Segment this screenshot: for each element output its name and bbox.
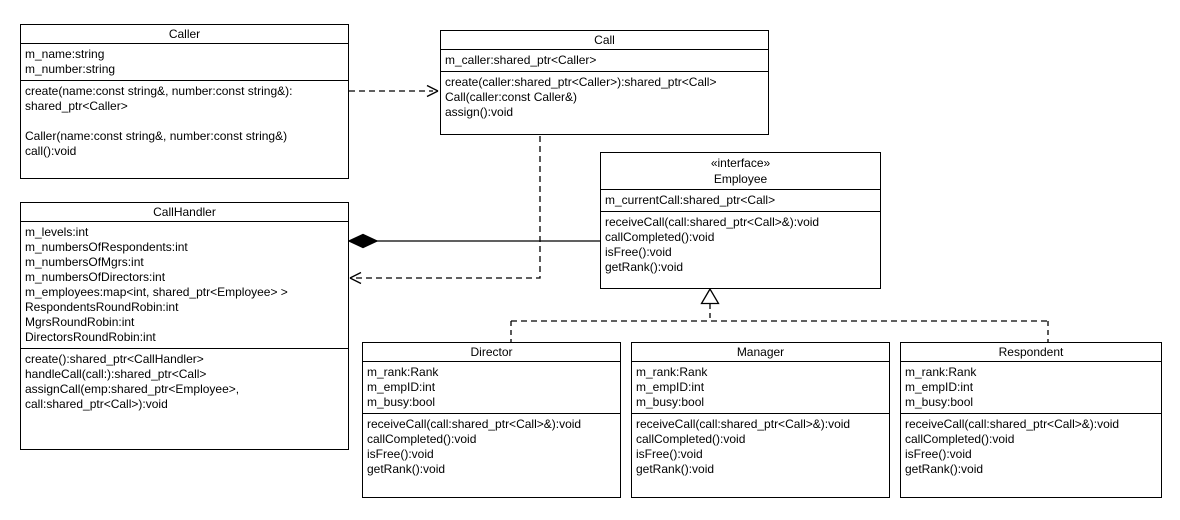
method: getRank():void — [367, 462, 446, 476]
method: callCompleted():void — [905, 432, 1015, 446]
method: callCompleted():void — [367, 432, 477, 446]
attribute: m_busy:bool — [636, 395, 705, 409]
stereotype: «interface» — [710, 156, 771, 170]
attribute: m_empID:int — [367, 380, 436, 394]
attribute: m_levels:int — [25, 225, 89, 239]
attribute: m_rank:Rank — [905, 365, 977, 379]
method: isFree():void — [605, 245, 672, 259]
class-employee-interface[interactable]: «interface» Employee m_currentCall:share… — [600, 152, 881, 289]
method: Call(caller:const Caller&) — [445, 90, 578, 104]
class-respondent-methods: receiveCall(call:shared_ptr<Call>&):void… — [901, 413, 1161, 497]
attribute: RespondentsRoundRobin:int — [25, 300, 179, 314]
method: create():shared_ptr<CallHandler> — [25, 352, 204, 366]
class-call-attributes: m_caller:shared_ptr<Caller> — [441, 49, 768, 71]
attribute: m_numbersOfMgrs:int — [25, 255, 144, 269]
method: isFree():void — [367, 447, 434, 461]
attribute: m_name:string — [25, 47, 105, 61]
class-manager-attributes: m_rank:Rank m_empID:int m_busy:bool — [632, 361, 889, 413]
class-employee-title: «interface» Employee — [601, 153, 880, 189]
class-call-methods: create(caller:shared_ptr<Caller>):shared… — [441, 71, 768, 134]
attribute: m_rank:Rank — [636, 365, 708, 379]
class-callhandler-methods: create():shared_ptr<CallHandler> handleC… — [21, 348, 348, 449]
class-director-title: Director — [470, 345, 513, 359]
class-manager-title: Manager — [736, 345, 785, 359]
class-respondent-title: Respondent — [998, 345, 1064, 359]
class-manager[interactable]: Manager m_rank:Rank m_empID:int m_busy:b… — [631, 342, 890, 498]
dependency-caller-to-call — [349, 84, 439, 98]
method: isFree():void — [636, 447, 703, 461]
method: receiveCall(call:shared_ptr<Call>&):void — [605, 215, 820, 229]
attribute: DirectorsRoundRobin:int — [25, 330, 156, 344]
method: handleCall(call:):shared_ptr<Call> — [25, 367, 207, 381]
class-manager-methods: receiveCall(call:shared_ptr<Call>&):void… — [632, 413, 889, 497]
method: receiveCall(call:shared_ptr<Call>&):void — [367, 417, 582, 431]
attribute: m_employees:map<int, shared_ptr<Employee… — [25, 285, 288, 299]
attribute: m_empID:int — [636, 380, 705, 394]
attribute: m_busy:bool — [367, 395, 436, 409]
method: shared_ptr<Caller> — [25, 99, 128, 113]
class-name: Employee — [713, 172, 768, 186]
filled-diamond-icon — [347, 233, 379, 249]
attribute: m_numbersOfDirectors:int — [25, 270, 166, 284]
method: getRank():void — [905, 462, 984, 476]
method: Caller(name:const string&, number:const … — [25, 129, 288, 143]
method: getRank():void — [636, 462, 715, 476]
method: receiveCall(call:shared_ptr<Call>&):void — [905, 417, 1120, 431]
class-call[interactable]: Call m_caller:shared_ptr<Caller> create(… — [440, 30, 769, 135]
class-director-attributes: m_rank:Rank m_empID:int m_busy:bool — [363, 361, 620, 413]
class-director[interactable]: Director m_rank:Rank m_empID:int m_busy:… — [362, 342, 621, 498]
attribute: m_busy:bool — [905, 395, 974, 409]
class-employee-attributes: m_currentCall:shared_ptr<Call> — [601, 189, 880, 211]
class-caller[interactable]: Caller m_name:string m_number:string cre… — [20, 24, 349, 179]
method: callCompleted():void — [605, 230, 715, 244]
attribute: m_empID:int — [905, 380, 974, 394]
method: receiveCall(call:shared_ptr<Call>&):void — [636, 417, 851, 431]
method — [25, 114, 344, 129]
attribute: m_number:string — [25, 62, 116, 76]
class-caller-methods: create(name:const string&, number:const … — [21, 80, 348, 178]
attribute: m_currentCall:shared_ptr<Call> — [605, 193, 776, 207]
method: assignCall(emp:shared_ptr<Employee>, — [25, 382, 240, 396]
class-caller-attributes: m_name:string m_number:string — [21, 43, 348, 80]
class-callhandler-title: CallHandler — [153, 205, 216, 219]
class-respondent[interactable]: Respondent m_rank:Rank m_empID:int m_bus… — [900, 342, 1162, 498]
class-employee-methods: receiveCall(call:shared_ptr<Call>&):void… — [601, 211, 880, 288]
dependency-call-to-callhandler — [349, 136, 541, 285]
class-call-title: Call — [594, 33, 615, 47]
class-caller-title: Caller — [168, 27, 201, 41]
hollow-triangle-icon — [700, 287, 720, 305]
class-callhandler-attributes: m_levels:int m_numbersOfRespondents:int … — [21, 221, 348, 348]
attribute: m_numbersOfRespondents:int — [25, 240, 188, 254]
method: assign():void — [445, 105, 514, 119]
method: getRank():void — [605, 260, 684, 274]
method: create(caller:shared_ptr<Caller>):shared… — [445, 75, 717, 89]
method: create(name:const string&, number:const … — [25, 84, 293, 98]
class-director-methods: receiveCall(call:shared_ptr<Call>&):void… — [363, 413, 620, 497]
method: callCompleted():void — [636, 432, 746, 446]
realization-links — [510, 287, 1049, 342]
attribute: MgrsRoundRobin:int — [25, 315, 135, 329]
method: call():void — [25, 144, 77, 158]
method: call:shared_ptr<Call>):void — [25, 397, 168, 411]
attribute: m_caller:shared_ptr<Caller> — [445, 53, 597, 67]
class-callhandler[interactable]: CallHandler m_levels:int m_numbersOfResp… — [20, 202, 349, 450]
attribute: m_rank:Rank — [367, 365, 439, 379]
composition-callhandler-employee — [347, 233, 601, 249]
method: isFree():void — [905, 447, 972, 461]
class-respondent-attributes: m_rank:Rank m_empID:int m_busy:bool — [901, 361, 1161, 413]
